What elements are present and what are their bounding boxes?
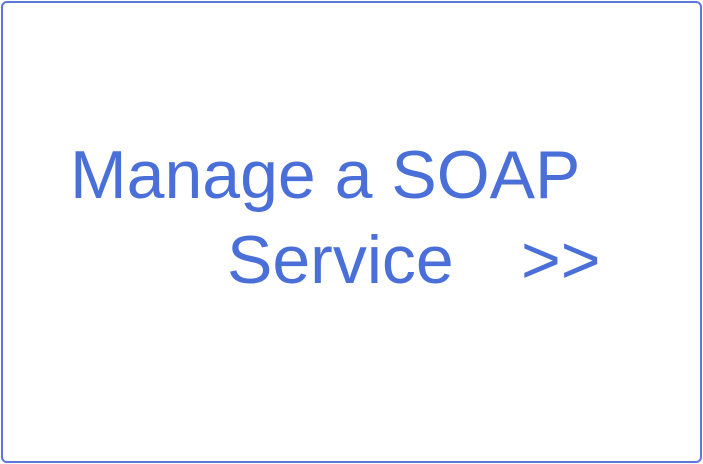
card-title-line-2: Service [227,222,454,298]
card-title-line-1: Manage a SOAP [70,137,581,213]
double-chevron-right-icon: >> [521,222,601,298]
